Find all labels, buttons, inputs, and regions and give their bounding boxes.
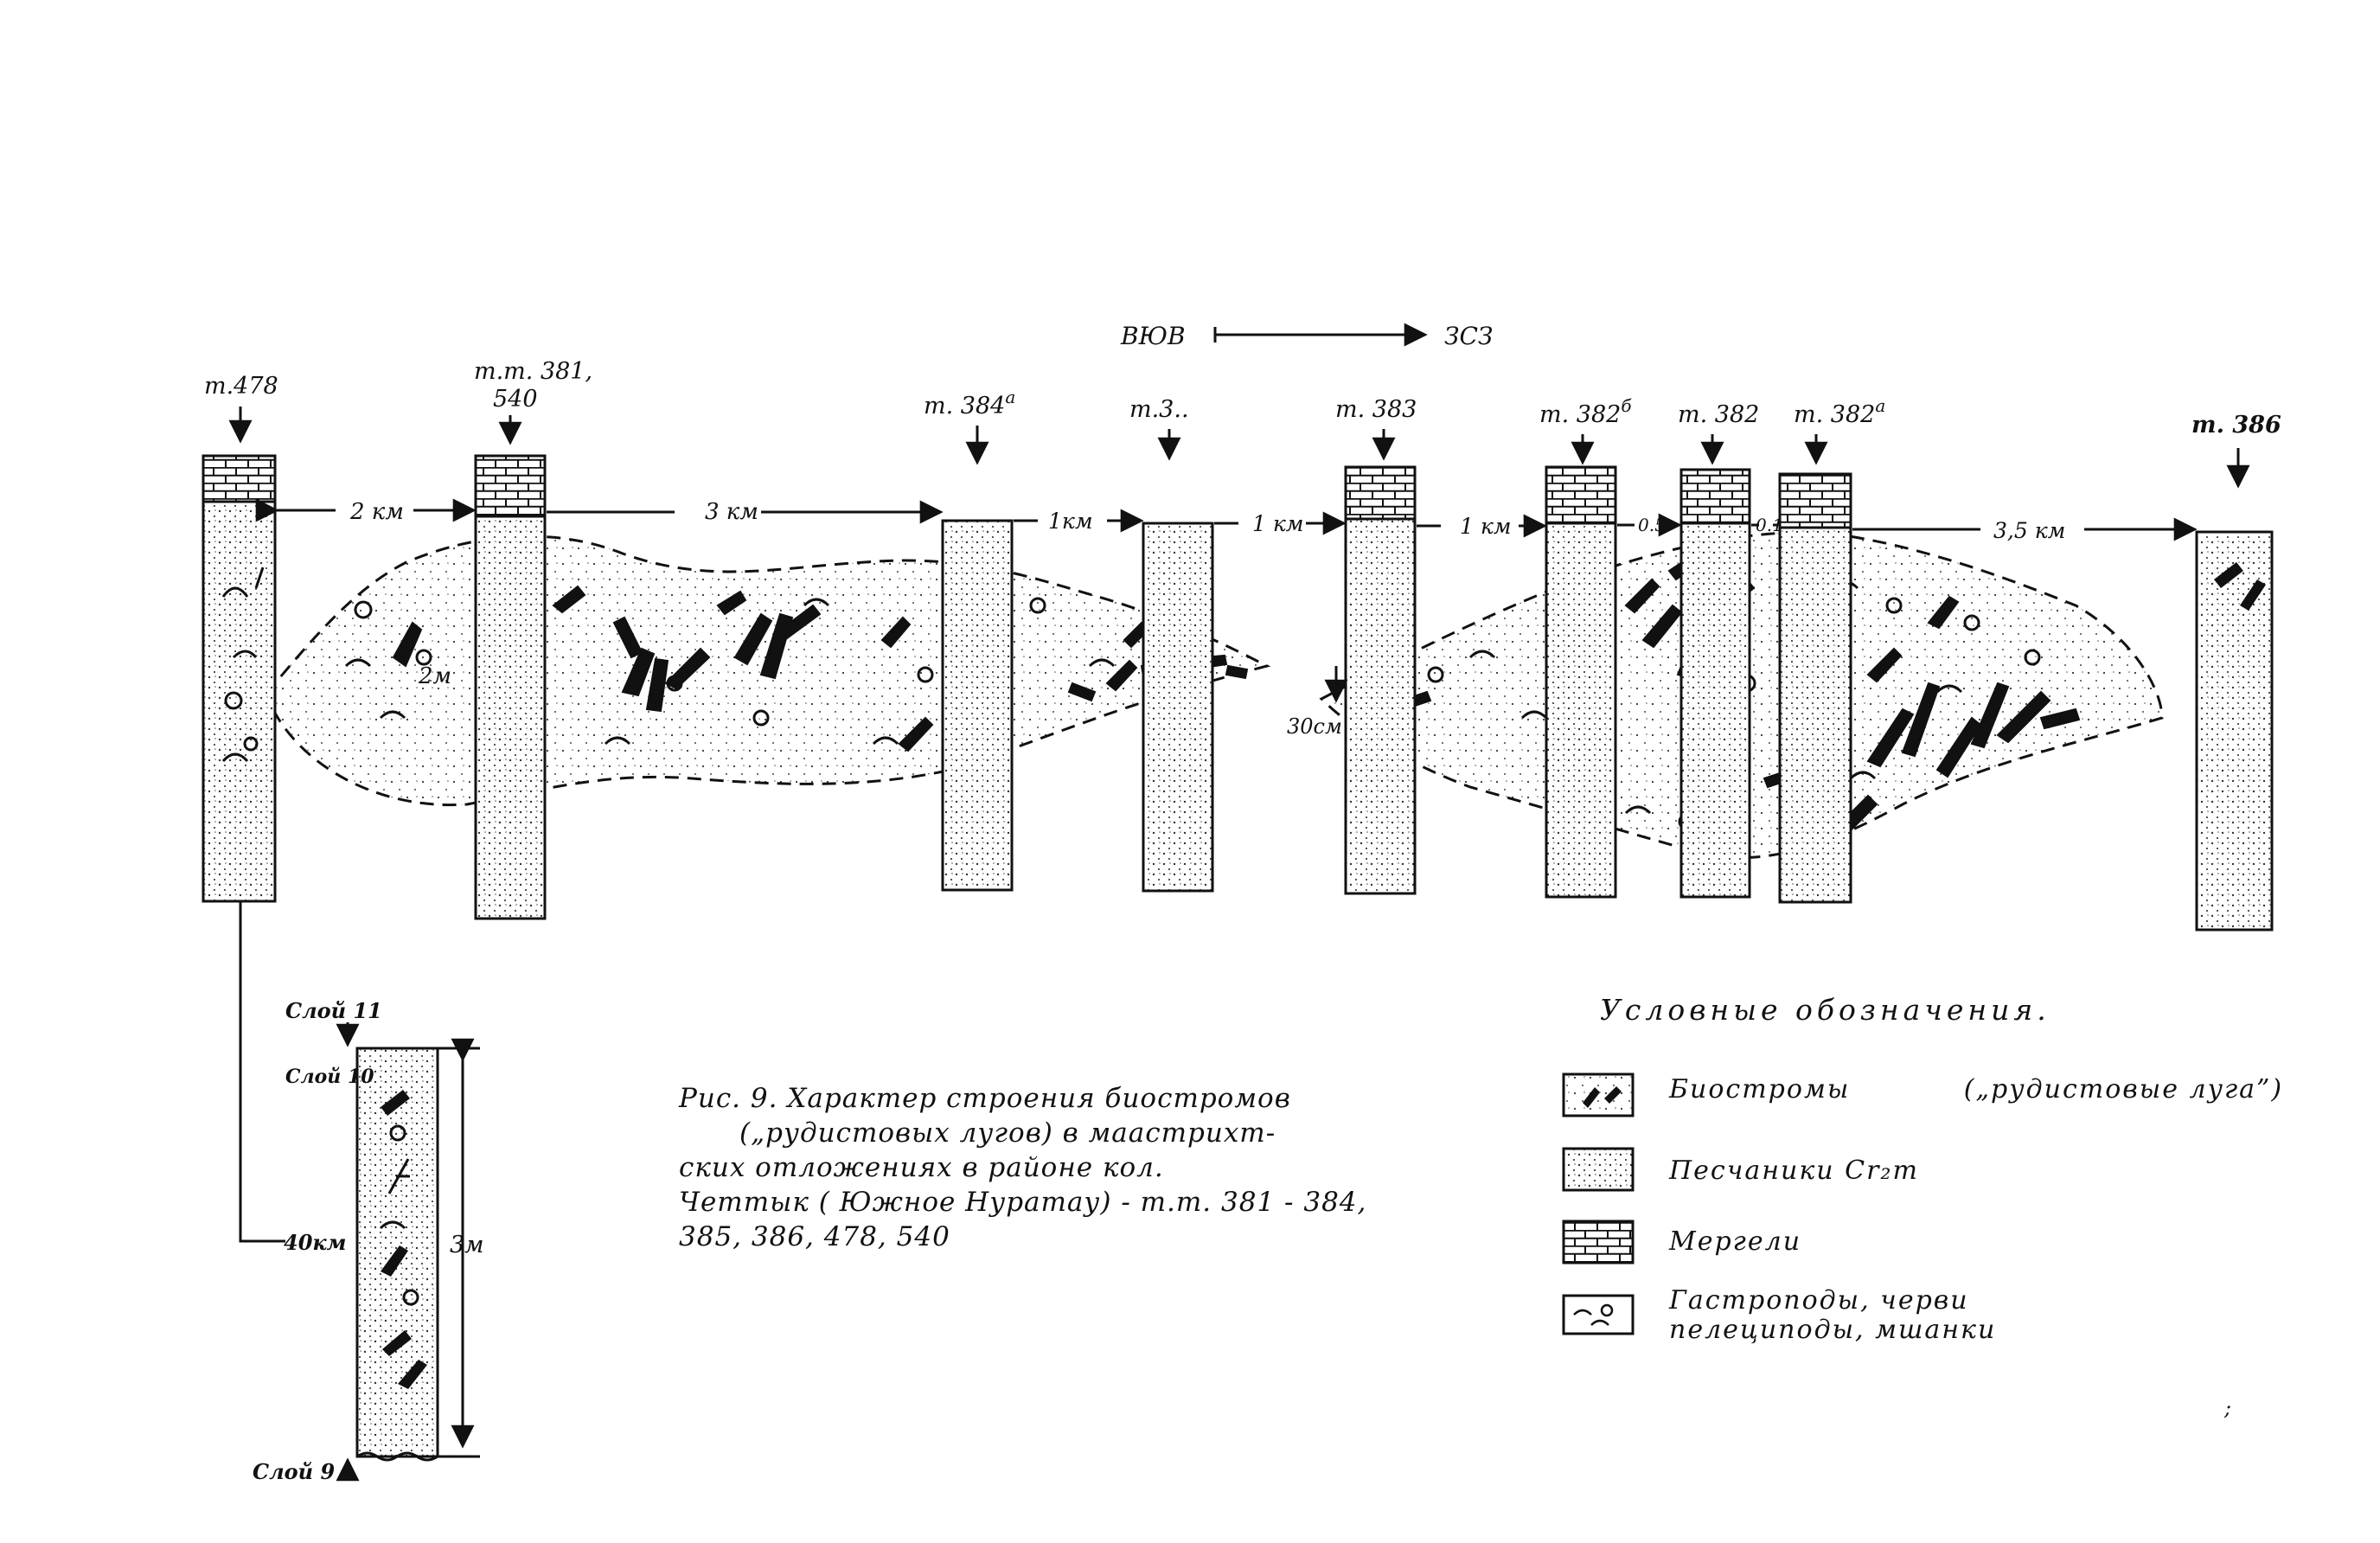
column-385 bbox=[1142, 522, 1214, 893]
column-label-385: т.3.. bbox=[1129, 396, 1189, 423]
column-382b bbox=[1545, 465, 1617, 899]
legend-label-fauna-1: Гастроподы, черви bbox=[1669, 1285, 1969, 1316]
legend-swatch-sandstone bbox=[1562, 1147, 1635, 1192]
column-label-386: т. 386 bbox=[2191, 412, 2281, 439]
column-label-382a: т. 382а bbox=[1794, 395, 1885, 428]
legend-swatch-biostromes bbox=[1562, 1072, 1635, 1117]
legend-label-sandstone: Песчаники Cr₂m bbox=[1669, 1156, 1919, 1186]
distance-markers bbox=[255, 498, 2198, 541]
detail-top-layer: Слой 11 bbox=[285, 998, 382, 1023]
column-label-382: т. 382 bbox=[1678, 401, 1759, 428]
distance-label-7: 0.1 bbox=[1756, 515, 1783, 535]
caption-line-2: („рудистовых лугов) в маастрихт- bbox=[739, 1117, 1276, 1149]
direction-to-label: ЗСЗ bbox=[1444, 322, 1493, 350]
distance-label-3: 1км bbox=[1048, 509, 1093, 534]
detail-layer-10: Слой 10 bbox=[285, 1066, 374, 1088]
caption-line-4: Четтык ( Южное Нуратау) - т.т. 381 - 384… bbox=[679, 1187, 1367, 1218]
distance-label-1: 2 км bbox=[349, 499, 404, 525]
column-label-382b: т. 382б bbox=[1539, 395, 1632, 428]
legend-swatch-marl bbox=[1562, 1220, 1635, 1264]
direction-from-label: ВЮВ bbox=[1120, 322, 1186, 350]
column-label-384a: т. 384а bbox=[924, 387, 1015, 419]
detail-column bbox=[239, 901, 480, 1482]
lens-thickness-left: 2м bbox=[418, 663, 451, 689]
legend-title: Условные обозначения. bbox=[1600, 993, 2051, 1027]
column-label-381: т.т. 381, bbox=[474, 358, 592, 385]
column-label-478: т.478 bbox=[204, 373, 278, 400]
column-labels: т.478 т.т. 381, 540 т. 384а т.3.. т. 383… bbox=[204, 358, 2281, 489]
column-382 bbox=[1679, 468, 1751, 899]
legend-label-fauna-2: пелециподы, мшанки bbox=[1669, 1315, 1997, 1345]
detail-bottom-layer: Слой 9 bbox=[253, 1459, 335, 1484]
legend-label-biostromes: Биостромы („рудистовые луга”) bbox=[1669, 1074, 2283, 1104]
distance-label-6: 0.5 bbox=[1638, 515, 1666, 535]
detail-thickness: 3м bbox=[450, 1232, 484, 1258]
page-mark: ; bbox=[2223, 1396, 2231, 1420]
caption-line-5: 385, 386, 478, 540 bbox=[679, 1221, 950, 1252]
distance-label-5: 1 км bbox=[1460, 514, 1512, 539]
column-386 bbox=[2195, 530, 2274, 932]
legend-label-marl: Мергели bbox=[1669, 1226, 1802, 1257]
column-382a bbox=[1778, 472, 1852, 904]
distance-label-4: 1 км bbox=[1252, 511, 1304, 536]
legend-biostromes-extra: („рудистовые луга”) bbox=[1963, 1074, 2284, 1104]
column-383 bbox=[1344, 465, 1417, 895]
column-381-540 bbox=[474, 454, 547, 920]
figure-caption: Рис. 9. Характер строения биостромов („р… bbox=[679, 1081, 1388, 1254]
distance-label-2: 3 км bbox=[705, 499, 758, 525]
lens-thickness-right: 30см bbox=[1287, 714, 1342, 739]
caption-line-1: Рис. 9. Характер строения биостромов bbox=[679, 1083, 1291, 1114]
legend-biostromes-name: Биостромы bbox=[1669, 1074, 1851, 1104]
column-384a bbox=[941, 519, 1014, 892]
caption-line-3: ских отложениях в районе кол. bbox=[679, 1152, 1164, 1183]
distance-label-8: 3,5 км bbox=[1993, 518, 2065, 543]
column-478 bbox=[202, 454, 277, 903]
detail-distance: 40км bbox=[284, 1230, 346, 1255]
column-label-540: 540 bbox=[493, 386, 538, 413]
column-label-383: т. 383 bbox=[1335, 396, 1417, 423]
legend-swatch-fauna bbox=[1562, 1294, 1635, 1335]
